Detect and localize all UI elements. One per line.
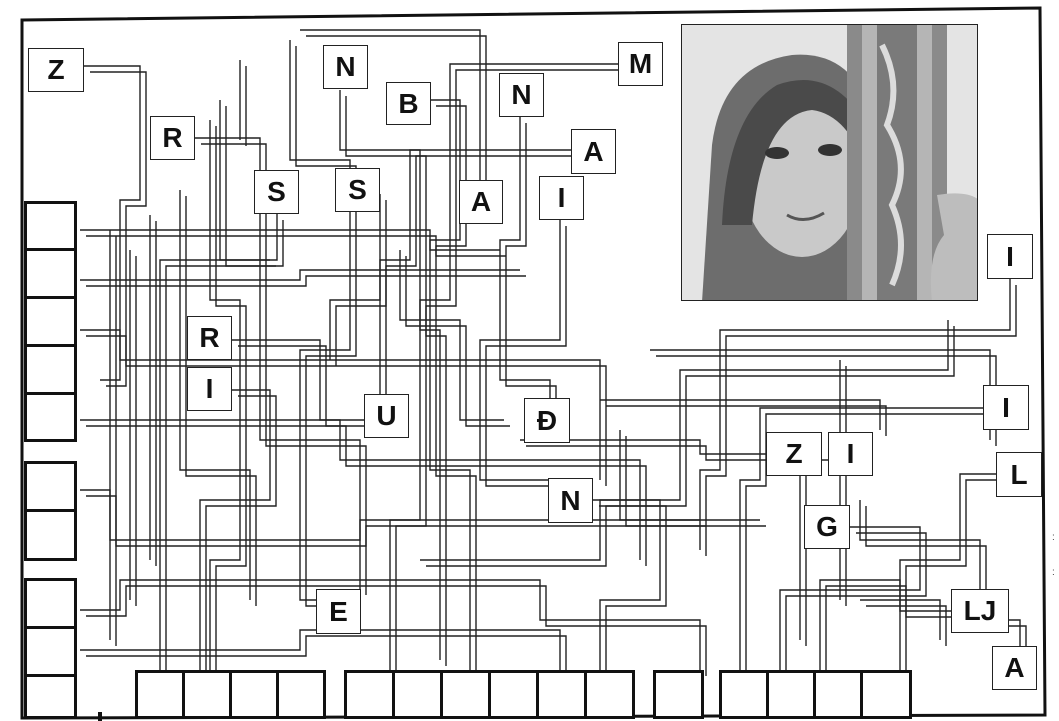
maze-path-line xyxy=(780,527,920,670)
answer-cell[interactable] xyxy=(813,670,863,719)
portrait-photo xyxy=(681,24,978,301)
maze-path-line xyxy=(296,46,356,606)
maze-path-line xyxy=(80,270,520,280)
maze-path-line xyxy=(86,276,526,286)
answer-cell[interactable] xyxy=(392,670,443,719)
portrait-illustration xyxy=(682,25,978,301)
letter-clue: N xyxy=(548,478,593,523)
answer-cell[interactable] xyxy=(440,670,491,719)
letter-clue: I xyxy=(983,385,1029,430)
answer-cell[interactable] xyxy=(766,670,816,719)
letter-clue: A xyxy=(992,646,1037,690)
letter-clue: R xyxy=(150,116,195,160)
letter-clue: N xyxy=(499,73,544,117)
letter-clue: B xyxy=(386,82,431,125)
answer-cell[interactable] xyxy=(135,670,185,719)
maze-path-line xyxy=(84,66,140,380)
letter-clue: Đ xyxy=(524,398,570,443)
maze-path-line xyxy=(486,226,566,486)
letter-clue: A xyxy=(459,180,503,224)
answer-cell[interactable] xyxy=(24,461,77,512)
maze-path-line xyxy=(290,40,350,600)
answer-cell[interactable] xyxy=(24,248,77,299)
maze-path-line xyxy=(90,72,146,386)
answer-cell[interactable] xyxy=(24,626,77,677)
maze-path-line xyxy=(860,500,1020,668)
maze-path-line xyxy=(786,533,926,676)
maze-path-line xyxy=(330,194,380,360)
letter-clue: N xyxy=(323,45,368,89)
maze-path-line xyxy=(900,474,996,670)
answer-cell[interactable] xyxy=(24,674,77,719)
maze-path-line xyxy=(599,506,666,676)
letter-clue: E xyxy=(316,589,361,634)
letter-clue: LJ xyxy=(951,589,1009,633)
answer-cell[interactable] xyxy=(536,670,587,719)
maze-path-line xyxy=(500,117,550,398)
answer-cell[interactable] xyxy=(24,296,77,347)
svg-text::: : xyxy=(1052,532,1055,543)
letter-clue: I xyxy=(987,234,1033,279)
letter-clue: I xyxy=(187,367,232,411)
answer-cell[interactable] xyxy=(24,392,77,442)
letter-clue: I xyxy=(828,432,873,476)
answer-cell[interactable] xyxy=(24,344,77,395)
answer-cell[interactable] xyxy=(24,509,77,561)
letter-clue: U xyxy=(364,394,409,438)
answer-cell[interactable] xyxy=(860,670,912,719)
letter-clue: M xyxy=(618,42,663,86)
answer-cell[interactable] xyxy=(24,578,77,629)
maze-path-line xyxy=(600,400,880,430)
answer-cell[interactable] xyxy=(584,670,635,719)
letter-clue: G xyxy=(804,505,850,549)
answer-cell[interactable] xyxy=(24,201,77,251)
letter-clue: S xyxy=(254,170,299,214)
maze-path-line xyxy=(406,256,510,426)
maze-path-line xyxy=(238,346,370,426)
letter-clue: Z xyxy=(28,48,84,92)
answer-cell[interactable] xyxy=(182,670,232,719)
letter-clue: S xyxy=(335,168,380,212)
answer-cell[interactable] xyxy=(653,670,704,719)
answer-cell[interactable] xyxy=(488,670,539,719)
answer-cell[interactable] xyxy=(344,670,395,719)
answer-cell[interactable] xyxy=(276,670,326,719)
maze-path-line xyxy=(626,436,766,526)
answer-cell[interactable] xyxy=(229,670,279,719)
maze-path-line xyxy=(232,340,364,420)
svg-text::: : xyxy=(1052,567,1055,578)
maze-path-line xyxy=(650,350,990,440)
letter-clue: L xyxy=(996,452,1042,497)
letter-clue: R xyxy=(187,316,232,360)
letter-clue: I xyxy=(539,176,584,220)
maze-path-line xyxy=(336,200,386,366)
letter-clue: A xyxy=(571,129,616,174)
maze-path-line xyxy=(506,123,556,404)
letter-clue: Z xyxy=(766,432,822,476)
maze-path-line xyxy=(706,285,1016,556)
answer-cell[interactable] xyxy=(719,670,769,719)
